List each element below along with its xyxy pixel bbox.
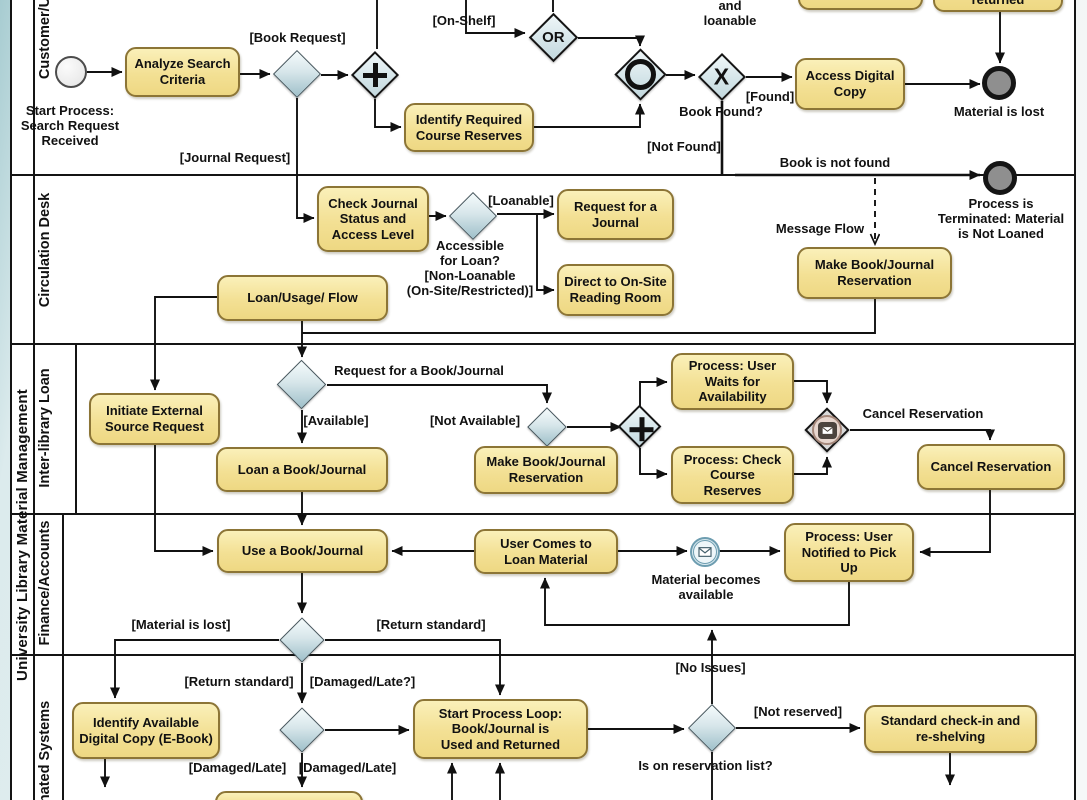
task-user-comes-to-loan: User Comes to Loan Material: [474, 529, 618, 574]
x-icon: X: [714, 63, 730, 90]
pool-right-border: [1074, 0, 1077, 800]
lane-boundary-1: [10, 174, 1076, 177]
lane-label-separator-finance: [62, 513, 64, 654]
pool-left-border: [10, 0, 13, 800]
end-label-terminated: Process is Terminated: Material is Not L…: [937, 196, 1065, 242]
plus-icon: [363, 63, 387, 87]
flow-label-damaged-late-q: [Damaged/Late?]: [309, 674, 416, 689]
flow-label-not-reserved: [Not reserved]: [753, 704, 843, 719]
flow-label-on-shelf: [On-Shelf]: [432, 13, 496, 28]
message-event-material-available: [690, 537, 720, 567]
task-request-for-journal: Request for a Journal: [557, 189, 674, 240]
task-access-digital-copy: Access Digital Copy: [795, 58, 905, 110]
task-initiate-external-source: Initiate External Source Request: [89, 393, 220, 445]
task-cutoff-top-1: [798, 0, 923, 10]
lane-label-separator-automated: [62, 654, 64, 800]
lane-label-separator-interlibrary: [75, 343, 77, 513]
start-event-label: Start Process: Search Request Received: [20, 103, 120, 149]
gateway-label-book-found: Book Found?: [679, 104, 763, 119]
task-direct-onsite-reading: Direct to On-Site Reading Room: [557, 264, 674, 316]
flow-label-request-book-journal: Request for a Book/Journal: [334, 363, 504, 378]
lane-boundary-2: [10, 343, 1076, 346]
flow-label-damaged-late-right: [Damaged/Late]: [298, 760, 397, 775]
task-check-journal-status: Check Journal Status and Access Level: [317, 186, 429, 252]
task-analyze-search-criteria: Analyze Search Criteria: [125, 47, 240, 97]
task-identify-digital-copy: Identify Available Digital Copy (E-Book): [72, 702, 220, 759]
or-gateway-label: OR: [542, 29, 565, 46]
flow-label-message-flow: Message Flow: [775, 221, 865, 236]
task-cancel-reservation: Cancel Reservation: [917, 444, 1065, 490]
task-loan-usage-flow: Loan/Usage/ Flow: [217, 275, 388, 321]
task-process-user-waits: Process: User Waits for Availability: [671, 353, 794, 410]
flow-label-and-loanable: and loanable: [703, 0, 757, 29]
lane-boundary-4: [10, 654, 1076, 657]
flow-label-cancel-reservation: Cancel Reservation: [862, 406, 984, 421]
event-label-material-becomes: Material becomes available: [651, 572, 761, 603]
gateway-label-reservation-list: Is on reservation list?: [638, 758, 773, 773]
task-make-reservation-ill: Make Book/Journal Reservation: [474, 446, 618, 494]
flow-label-not-found: [Not Found]: [647, 139, 721, 154]
flow-label-return-standard-down: [Return standard]: [184, 674, 294, 689]
task-process-check-reserves: Process: Check Course Reserves: [671, 446, 794, 504]
flow-label-no-issues: [No Issues]: [675, 660, 746, 675]
gateway-label-accessible: Accessible for Loan? [Non-Loanable (On-S…: [406, 238, 534, 299]
task-identify-course-reserves: Identify Required Course Reserves: [404, 103, 534, 152]
inclusive-circle-icon: [625, 59, 656, 90]
task-loan-a-book-journal: Loan a Book/Journal: [216, 447, 388, 492]
task-use-a-book-journal: Use a Book/Journal: [217, 529, 388, 573]
end-event-material-lost: [982, 66, 1016, 100]
task-user-notified-pickup: Process: User Notified to Pick Up: [784, 523, 914, 582]
message-event-icon: [812, 415, 842, 445]
flow-label-journal-request: [Journal Request]: [179, 150, 291, 165]
end-label-material-lost: Material is lost: [953, 104, 1045, 119]
flow-label-found: [Found]: [745, 89, 795, 104]
task-cutoff-top-2: returned: [933, 0, 1063, 12]
flow-label-book-request: [Book Request]: [249, 30, 346, 45]
event-based-gateway: [804, 407, 850, 453]
flow-label-material-is-lost: [Material is lost]: [131, 617, 231, 632]
task-standard-checkin: Standard check-in and re-shelving: [864, 705, 1037, 753]
plus-icon: [630, 417, 650, 437]
task-make-reservation-circulation: Make Book/Journal Reservation: [797, 247, 952, 299]
flow-label-not-available: [Not Available]: [429, 413, 521, 428]
flow-label-book-not-found: Book is not found: [779, 155, 891, 170]
envelope-icon: [693, 540, 717, 564]
task-cutoff-bottom: [215, 791, 363, 800]
start-event: [55, 56, 87, 88]
flow-label-return-standard-right: [Return standard]: [376, 617, 486, 632]
task-start-process-loop: Start Process Loop: Book/Journal is Used…: [413, 699, 588, 759]
flow-label-loanable: [Loanable]: [488, 193, 554, 208]
flow-label-available: [Available]: [303, 413, 369, 428]
flow-label-damaged-late-left: [Damaged/Late]: [188, 760, 287, 775]
lane-boundary-3: [10, 513, 1076, 516]
end-event-terminated: [983, 161, 1017, 195]
pool-label-separator: [33, 0, 36, 800]
